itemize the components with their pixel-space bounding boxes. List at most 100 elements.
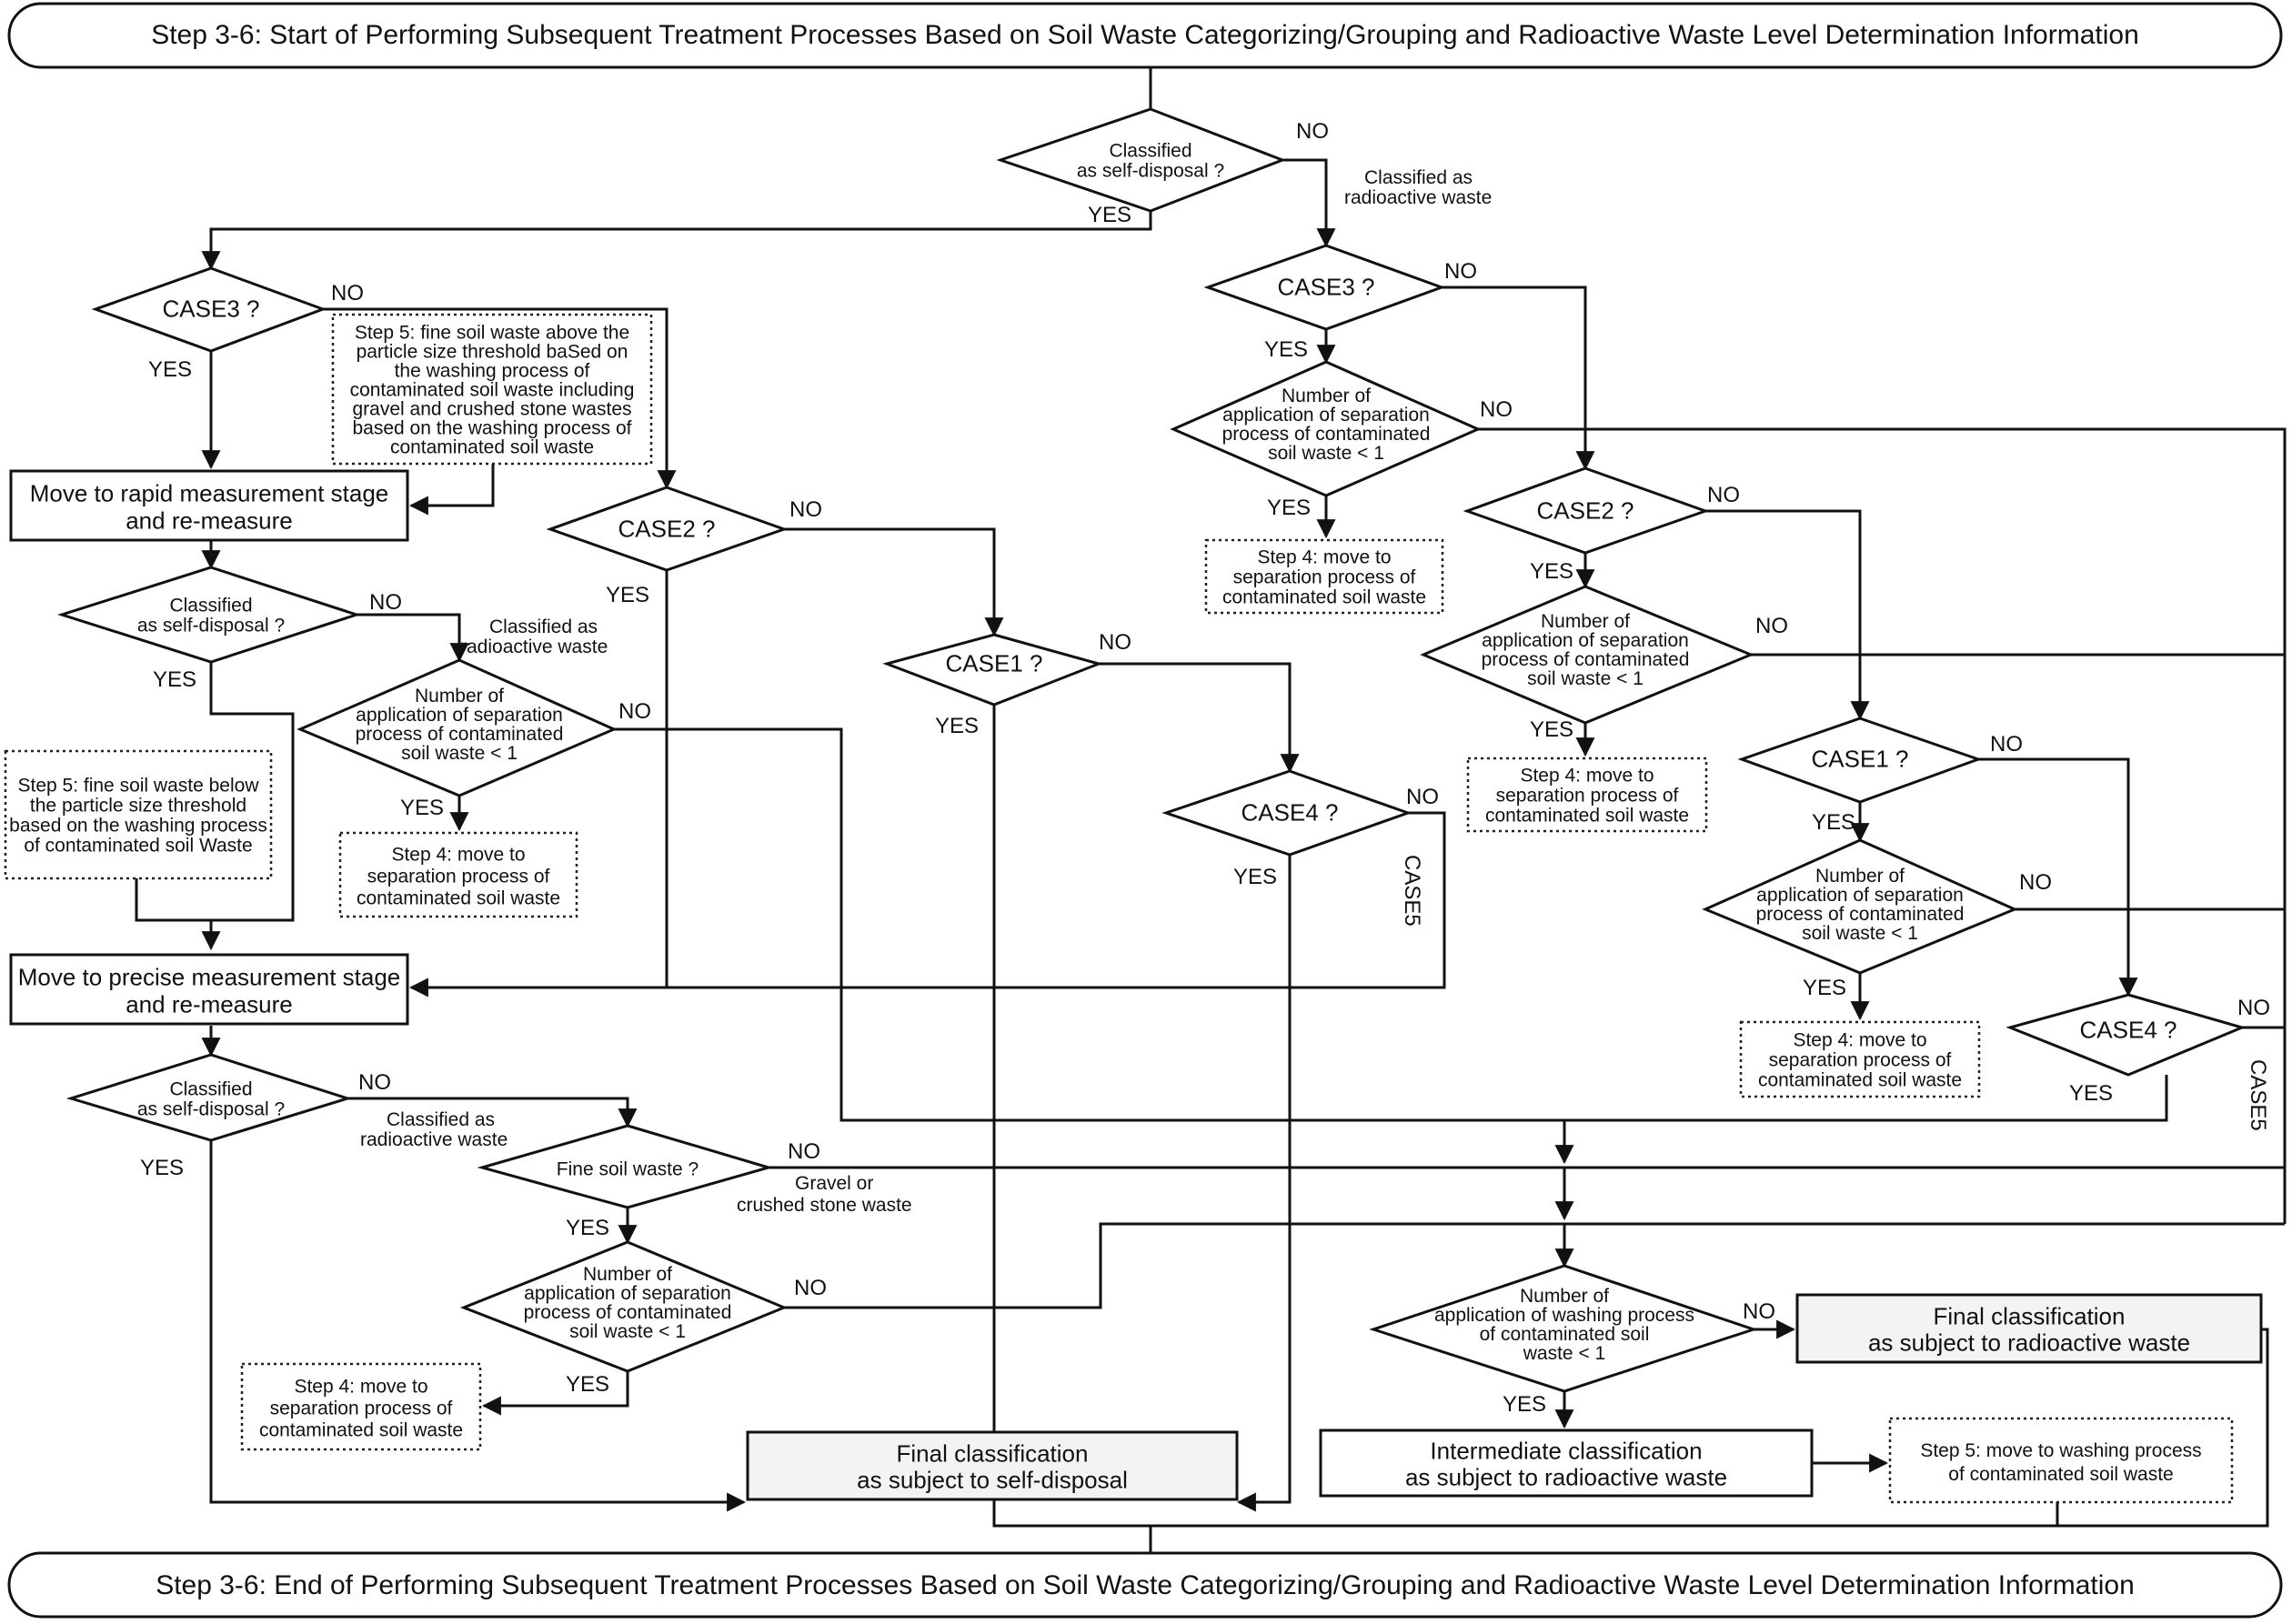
node-text-line: process of contaminated [356, 724, 564, 745]
node-text-line: Step 4: move to [391, 844, 525, 865]
decision-case4-mid: CASE4 ? [1161, 769, 1412, 857]
decision-text: CASE3 ? [1278, 274, 1375, 301]
line-c4m-yes [1236, 855, 1292, 1512]
node-text-line: application of separation [356, 705, 563, 726]
node-text-line: separation process of [1496, 786, 1679, 807]
label-yes: YES [140, 1156, 184, 1180]
decision-case3-right: CASE3 ? [1203, 244, 1446, 331]
label-yes: YES [2069, 1081, 2113, 1106]
node-text-line: application of separation [1222, 405, 1430, 426]
node-text-line: soil waste < 1 [1527, 668, 1644, 689]
line-top-no [1282, 158, 1336, 248]
node-text-line: waste < 1 [1523, 1343, 1605, 1364]
node-text-line: as subject to radioactive waste [1405, 1464, 1727, 1491]
label-yes: YES [1812, 810, 1855, 835]
label-no: NO [1755, 614, 1788, 638]
label-yes: YES [1264, 337, 1308, 362]
node-text-line: CASE2 ? [618, 516, 716, 543]
node-text-line: contaminated soil waste [1485, 806, 1689, 827]
decision-text: CASE3 ? [163, 296, 260, 323]
line-nl-no [614, 727, 1564, 1122]
line-nb-no [784, 1222, 2285, 1309]
edge-labels: NO YES Classified as radioactive waste N… [140, 119, 2270, 1417]
line-step5below [135, 878, 211, 922]
start-terminal: Step 3-6: Start of Performing Subsequent… [7, 2, 2283, 69]
node-text-line: as self-disposal ? [137, 616, 285, 637]
decision-text: CASE2 ? [618, 516, 716, 543]
label-yes: YES [1530, 717, 1573, 742]
label-no: NO [1099, 630, 1131, 655]
label-radioactive: radioactive waste [360, 1129, 508, 1150]
label-radioactive: radioactive waste [460, 637, 608, 657]
node-text-line: Number of [1282, 386, 1371, 406]
line-finalrad-merge [2057, 1328, 2269, 1528]
node-text-line: process of contaminated [1222, 424, 1431, 445]
node-text-line: soil waste < 1 [569, 1321, 686, 1342]
node-text-line: Intermediate classification [1430, 1438, 1702, 1465]
label-yes: YES [400, 796, 444, 820]
decision-text: CASE2 ? [1537, 497, 1634, 525]
node-text-line: Number of [583, 1264, 672, 1285]
line-cl2-no [357, 613, 469, 663]
node-text-line: the particle size threshold [30, 796, 246, 817]
node-text-line: CASE2 ? [1537, 497, 1634, 525]
node-text-line: Move to rapid measurement stage [30, 480, 389, 507]
label-no: NO [1296, 119, 1329, 144]
decision-case1-mid: CASE1 ? [882, 633, 1103, 707]
line-nr1-no [1478, 427, 2287, 1224]
node-text-line: application of washing process [1434, 1305, 1694, 1326]
label-gravel: crushed stone waste [737, 1195, 912, 1216]
node-text-line: Step 4: move to [1257, 547, 1391, 568]
node-text-line: Final classification [897, 1440, 1089, 1468]
node-text-line: Classified [169, 1079, 252, 1100]
label-no: NO [358, 1070, 391, 1095]
node-text-line: as subject to self-disposal [857, 1467, 1128, 1494]
label-no: NO [2237, 996, 2270, 1020]
node-text-line: CASE1 ? [1812, 746, 1909, 773]
node-text-line: soil waste < 1 [401, 743, 518, 764]
node-text-line: CASE4 ? [2080, 1017, 2177, 1044]
node-text-line: CASE4 ? [1242, 799, 1339, 827]
line-c2r-no [1705, 509, 1870, 721]
label-no: NO [2019, 870, 2052, 895]
decision-case4-right: CASE4 ? [2006, 993, 2247, 1077]
node-text-line: process of contaminated [1482, 649, 1690, 670]
node-text-line: Step 4: move to [1520, 766, 1654, 787]
node-text-line: of contaminated soil waste [1948, 1464, 2173, 1485]
label-gravel: Gravel or [795, 1173, 873, 1194]
node-text-line: application of separation [1756, 885, 1964, 906]
node-text-line: Move to precise measurement stage [18, 964, 401, 991]
node-text-line: the washing process of [395, 360, 590, 381]
label-radioactive: Classified as [489, 617, 598, 637]
node-text-line: application of separation [1482, 630, 1689, 651]
node-text-line: gravel and crushed stone wastes [352, 398, 631, 419]
end-terminal: Step 3-6: End of Performing Subsequent T… [7, 1551, 2283, 1619]
label-no: NO [788, 1139, 820, 1164]
label-no: NO [369, 590, 402, 615]
label-yes: YES [566, 1372, 609, 1397]
